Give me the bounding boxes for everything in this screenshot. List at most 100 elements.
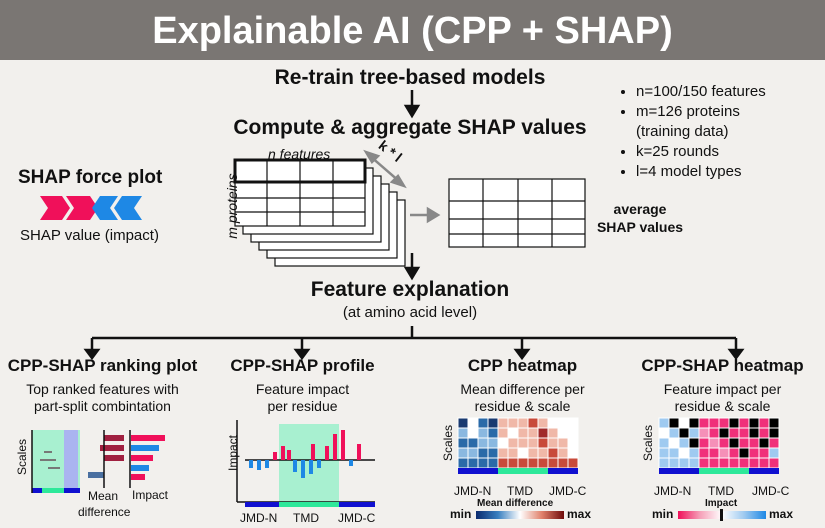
heatmap-cell	[758, 447, 770, 459]
heatmap-cell	[688, 447, 700, 459]
heatmap-cell	[758, 417, 770, 429]
ranking-scales-label: Scales	[15, 438, 29, 476]
profile-impact-axis: Impact	[226, 435, 240, 472]
heatmap-cell	[728, 417, 740, 429]
heatmap-cell	[517, 417, 529, 429]
ranking-plot-graphic	[31, 430, 165, 493]
heatmap-cell	[527, 437, 539, 449]
heatmap-cell	[758, 457, 770, 469]
heatmap-cell	[718, 417, 730, 429]
heatmap-cell	[688, 427, 700, 439]
heatmap-cell	[517, 447, 529, 459]
cpp-heatmap-jmdn-label: JMD-N	[454, 484, 492, 498]
m-proteins-label: m proteins	[224, 173, 240, 239]
cpp-shap-heatmap-jmdn-label: JMD-N	[654, 484, 692, 498]
heatmap-cell	[477, 457, 489, 469]
heatmap-cell	[547, 437, 559, 449]
cpp-shap-heatmap-legend-title: Impact	[705, 498, 738, 509]
notes-list: n=100/150 features m=126 proteins (train…	[620, 82, 820, 182]
heatmap-cell	[738, 427, 750, 439]
force-plot-caption: SHAP value (impact)	[20, 227, 159, 244]
heatmap-cell	[698, 427, 710, 439]
heatmap-cell	[728, 437, 740, 449]
cpp-heatmap-tmd-label: TMD	[507, 484, 533, 498]
heatmap-cell	[537, 437, 549, 449]
heatmap-cell	[678, 417, 690, 429]
heatmap-cell	[557, 437, 569, 449]
cpp-shap-heatmap-tmd-label: TMD	[708, 484, 734, 498]
heatmap-cell	[668, 447, 680, 459]
heatmap-cell	[557, 427, 569, 439]
heatmap-cell	[547, 457, 559, 469]
heatmap-cell	[698, 447, 710, 459]
heatmap-cell	[728, 457, 740, 469]
heatmap-cell	[738, 447, 750, 459]
heatmap-cell	[557, 447, 569, 459]
region-bar	[749, 468, 779, 474]
region-bar	[659, 468, 699, 474]
cpp-heatmap-scales-label: Scales	[441, 424, 455, 462]
heatmap-cell	[457, 447, 469, 459]
heatmap-cell	[567, 457, 579, 469]
cpp-heatmap-jmdc-label: JMD-C	[549, 484, 587, 498]
heatmap-cell	[748, 457, 760, 469]
step-compute: Compute & aggregate SHAP values	[233, 116, 587, 139]
heatmap-cell	[497, 417, 509, 429]
heatmap-cell	[718, 447, 730, 459]
heatmap-cell	[708, 417, 720, 429]
heatmap-cell	[718, 427, 730, 439]
heatmap-cell	[758, 437, 770, 449]
heatmap-cell	[728, 447, 740, 459]
profile-jmdc-label: JMD-C	[338, 511, 376, 525]
heatmap-cell	[658, 437, 670, 449]
heatmap-cell	[527, 457, 539, 469]
heatmap-cell	[467, 437, 479, 449]
heatmap-cell	[517, 427, 529, 439]
cpp-shap-heatmap-title: CPP-SHAP heatmap	[641, 356, 804, 375]
heatmap-cell	[477, 437, 489, 449]
cpp-shap-heatmap-scales-label: Scales	[641, 424, 655, 462]
heatmap-cell	[557, 417, 569, 429]
heatmap-cell	[497, 447, 509, 459]
heatmap-cell	[708, 447, 720, 459]
ranking-plot-title: CPP-SHAP ranking plot	[7, 356, 198, 375]
heatmap-cell	[507, 457, 519, 469]
stacked-shap-tables	[233, 158, 406, 267]
heatmap-cell	[537, 457, 549, 469]
cpp-shap-heatmap-max: max	[769, 507, 794, 521]
heatmap-cell	[467, 447, 479, 459]
heatmap-cell	[748, 427, 760, 439]
heatmap-cell	[487, 457, 499, 469]
heatmap-cell	[507, 417, 519, 429]
heatmap-cell	[698, 457, 710, 469]
heatmap-cell	[718, 457, 730, 469]
heatmap-cell	[457, 457, 469, 469]
region-bar	[498, 468, 548, 474]
heatmap-cell	[678, 437, 690, 449]
cpp-heatmap-min: min	[450, 507, 472, 521]
heatmap-cell	[567, 447, 579, 459]
profile-graphic	[236, 420, 375, 507]
heatmap-cell	[497, 427, 509, 439]
heatmap-cell	[658, 457, 670, 469]
n-features-label: n features	[268, 146, 331, 162]
heatmap-cell	[658, 427, 670, 439]
step-feature-explanation: Feature explanation	[310, 278, 510, 301]
cpp-heatmap-legend-title: Mean difference	[477, 498, 554, 509]
heatmap-cell	[547, 417, 559, 429]
heatmap-cell	[668, 417, 680, 429]
heatmap-cell	[708, 437, 720, 449]
profile-tmd-label: TMD	[293, 511, 319, 525]
heatmap-cell	[557, 457, 569, 469]
heatmap-cell	[768, 457, 780, 469]
heatmap-cell	[467, 417, 479, 429]
ranking-impact-label: Impact	[132, 488, 169, 502]
heatmap-cell	[658, 417, 670, 429]
heatmap-cell	[487, 447, 499, 459]
heatmap-cell	[698, 437, 710, 449]
region-bar	[458, 468, 498, 474]
heatmap-cell	[537, 447, 549, 459]
